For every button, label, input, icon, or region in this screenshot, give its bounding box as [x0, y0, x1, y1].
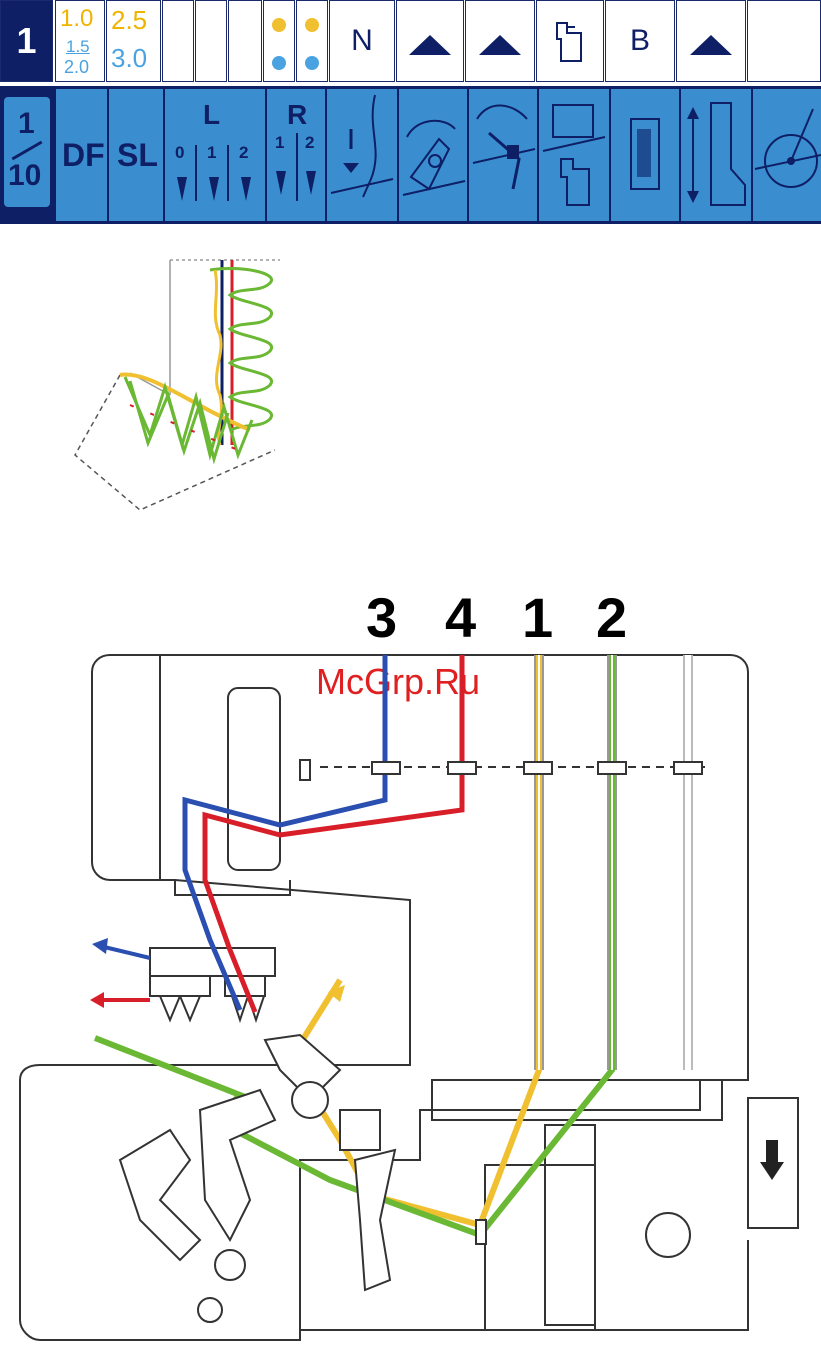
thread-guide-icon	[327, 89, 397, 221]
dot-cell-2	[296, 0, 328, 82]
knife-cell	[611, 89, 681, 221]
triangle-up-icon	[466, 1, 534, 81]
down-arrow-icon	[760, 1140, 784, 1180]
length-value-1: 1.0	[60, 5, 93, 33]
stitch-length-cell-1: 1.0 1.5 2.0	[55, 0, 105, 82]
machine-outline	[20, 655, 798, 1340]
blank-cell-3	[228, 0, 262, 82]
length-value-2: 1.5	[66, 37, 90, 57]
fraction-box: 1 10	[4, 97, 50, 207]
fabric-outline	[75, 260, 280, 510]
right-needle-cell: R 1 2	[267, 89, 327, 221]
tension-dial-icon	[753, 89, 821, 221]
lower-looper-icon	[469, 89, 537, 221]
top-settings-bar: 1 1.0 1.5 2.0 2.5 3.0 N B	[0, 0, 821, 84]
df-label: DF	[62, 137, 105, 174]
triangle-up-icon	[677, 1, 745, 81]
foot-type-cell	[539, 89, 611, 221]
right-needle-icons	[267, 89, 325, 221]
length-value-4: 2.5	[111, 5, 147, 36]
dot-cell-1	[263, 0, 295, 82]
height-cell	[681, 89, 753, 221]
sl-cell: SL	[109, 89, 165, 221]
left-needle-cell: L 0 1 2	[165, 89, 267, 221]
fraction-top: 1	[18, 107, 35, 141]
looper-cell	[399, 89, 469, 221]
looper-icon	[399, 89, 467, 221]
sl-label: SL	[117, 137, 158, 174]
presser-foot-type-icon	[539, 89, 609, 221]
fraction-bottom: 10	[8, 159, 41, 193]
blank-cell-4	[747, 0, 821, 82]
stitch-length-cell-2: 2.5 3.0	[106, 0, 161, 82]
lower-looper-cell	[469, 89, 539, 221]
fraction-line	[12, 141, 43, 161]
stitch-number-label: 1	[16, 20, 36, 62]
machine-settings-bar: 1 10 DF SL L 0 1 2 R 1 2	[0, 86, 821, 224]
presser-label: B	[630, 24, 650, 58]
triangle-up-icon	[397, 1, 463, 81]
fraction-cell: 1 10	[0, 89, 56, 221]
blank-cell-2	[195, 0, 227, 82]
presser-cell: B	[605, 0, 675, 82]
stitch-sample-diagram	[70, 255, 290, 520]
dot-icon-pair-2	[297, 1, 327, 81]
presser-foot-icon	[537, 1, 603, 81]
blank-cell-1	[162, 0, 194, 82]
red-thread-path	[205, 655, 462, 1012]
df-cell: DF	[56, 89, 109, 221]
triangle-cell-3	[676, 0, 746, 82]
needle-plate-cell: N	[329, 0, 395, 82]
dial-cell	[753, 89, 821, 221]
length-value-3: 2.0	[64, 57, 89, 78]
knife-icon	[611, 89, 679, 221]
length-value-5: 3.0	[111, 43, 147, 74]
foot-cell	[536, 0, 604, 82]
triangle-cell-2	[465, 0, 535, 82]
looper-mechanism	[120, 1035, 395, 1322]
thread-guide-cell	[327, 89, 399, 221]
stitch-number: 1	[0, 0, 53, 82]
dot-icon-pair-1	[264, 1, 294, 81]
yellow-thread-path	[290, 655, 539, 1225]
height-adjust-icon	[681, 89, 751, 221]
triangle-cell-1	[396, 0, 464, 82]
left-needle-icons	[165, 89, 265, 221]
threading-diagram	[0, 640, 821, 1363]
needle-plate-label: N	[351, 24, 373, 58]
